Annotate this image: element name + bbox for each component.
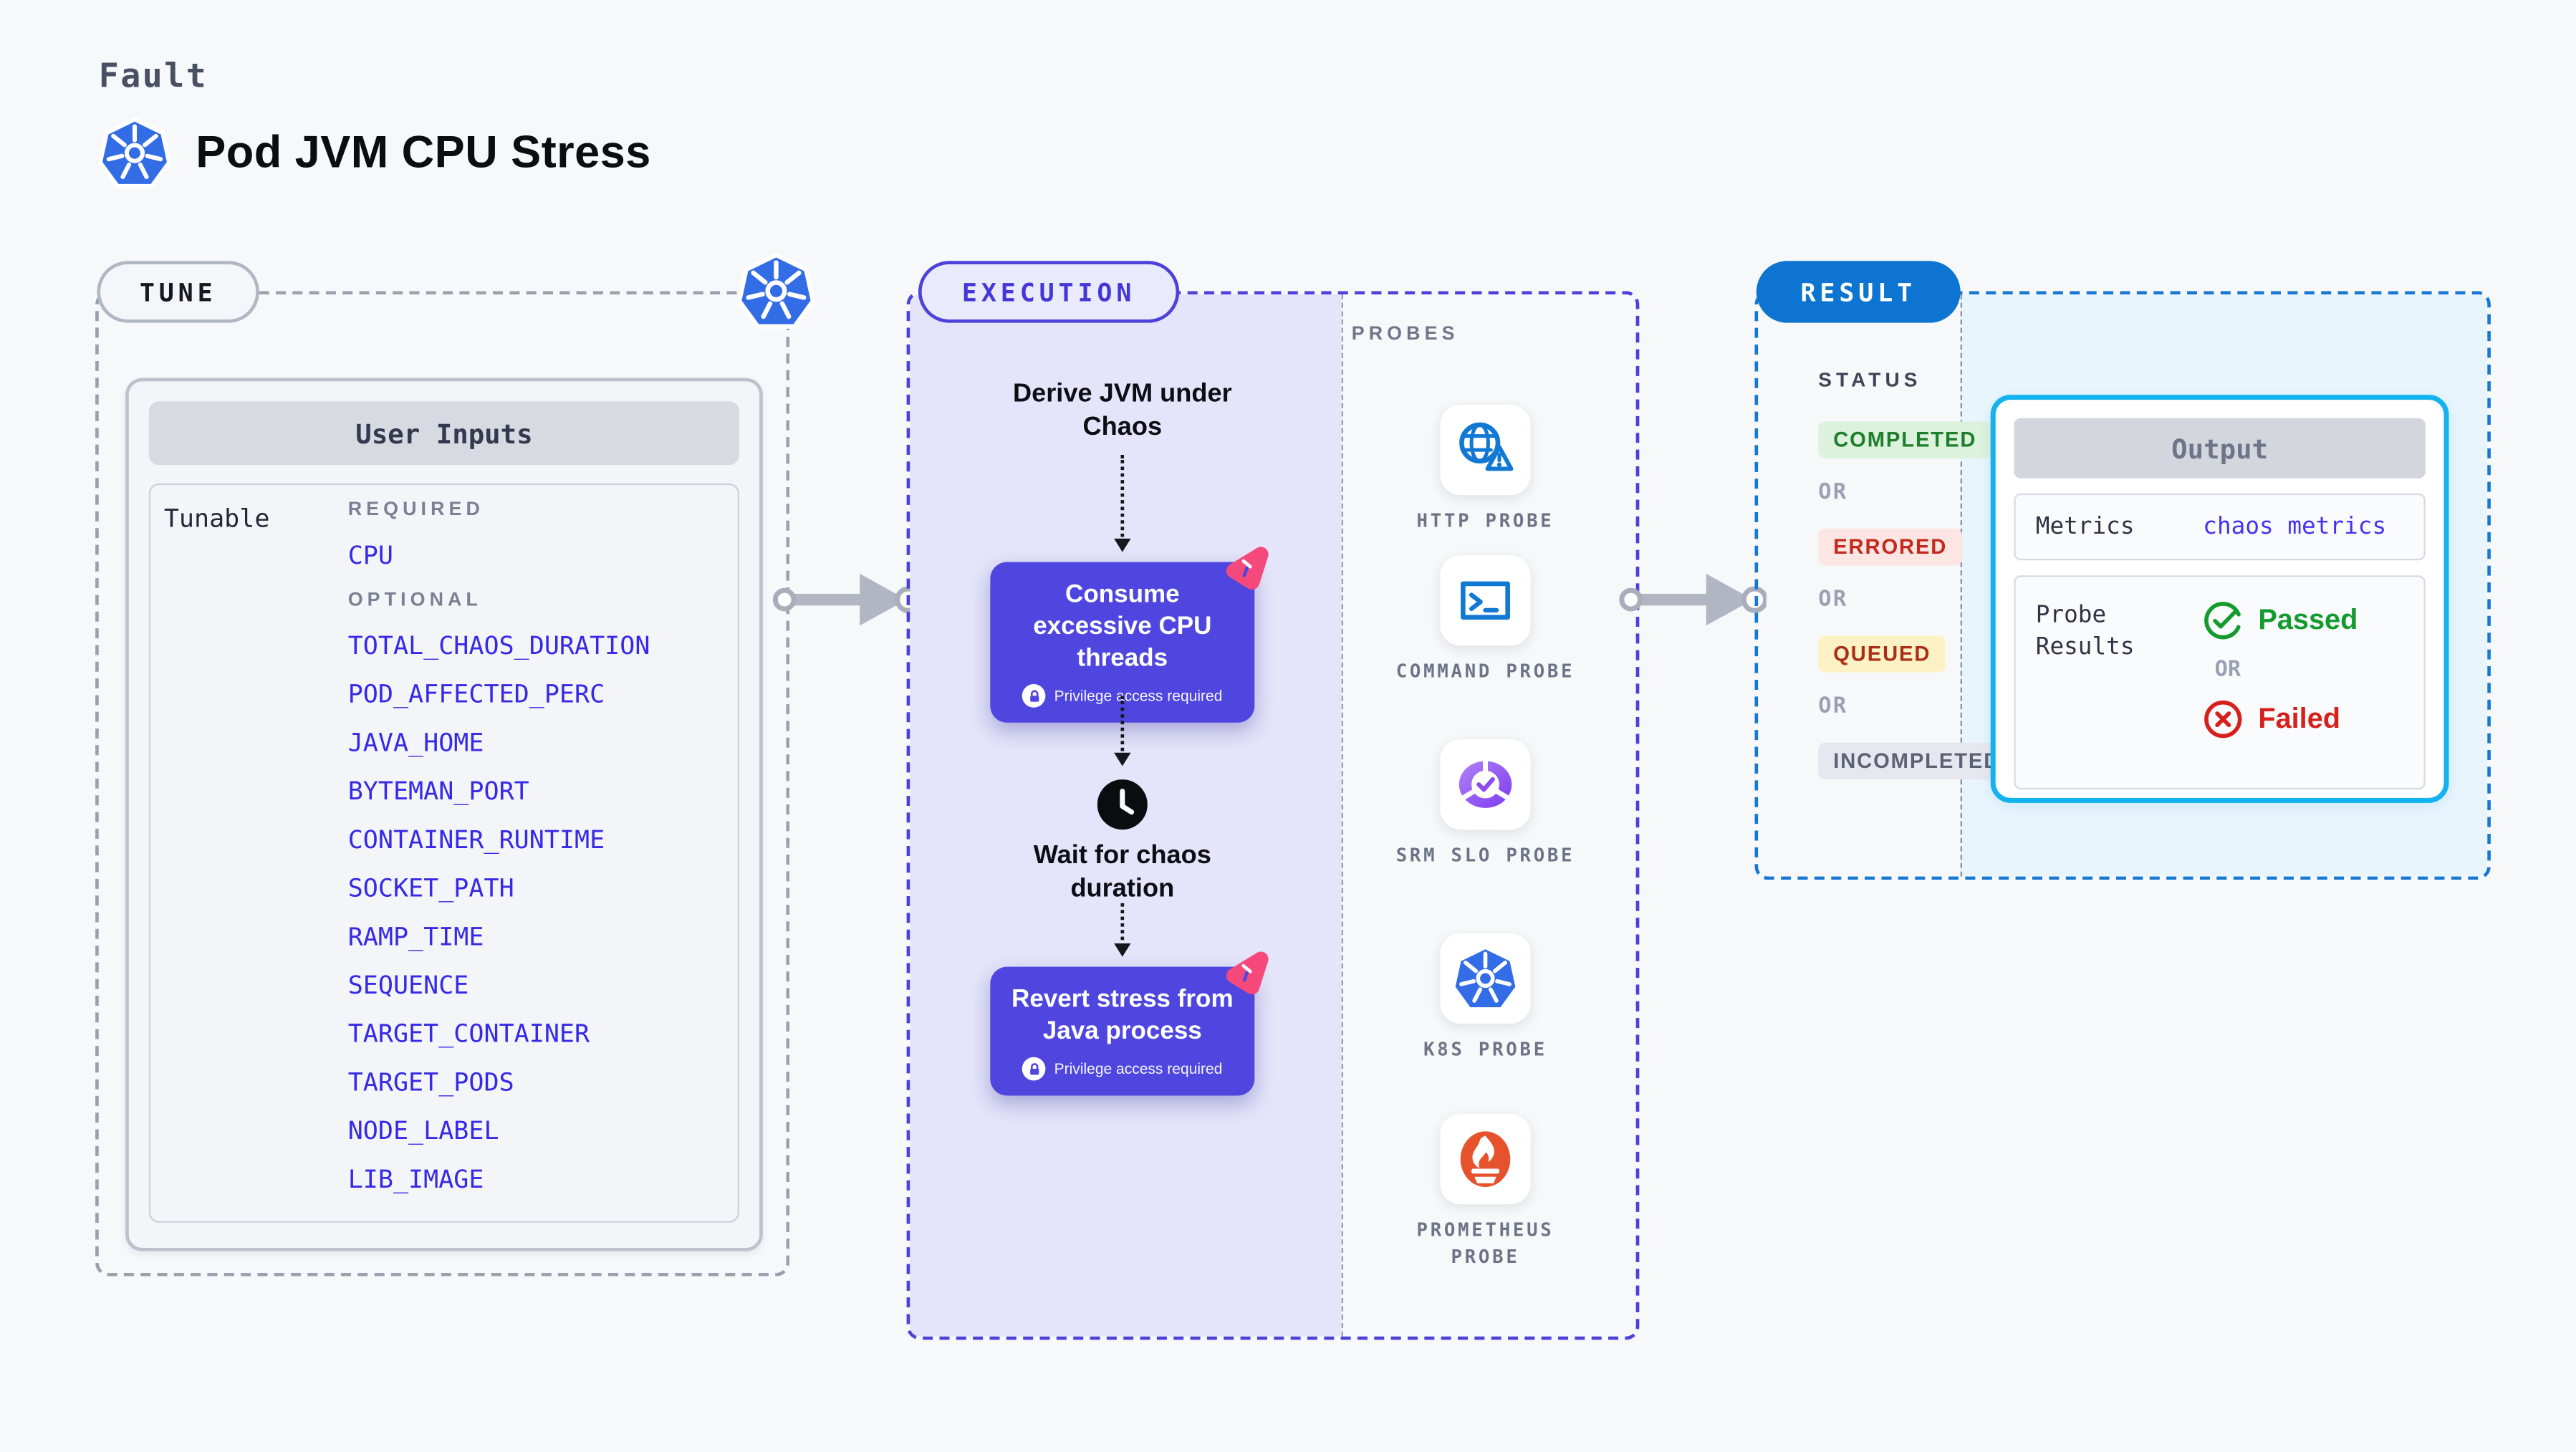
status-badge-incompleted: INCOMPLETED xyxy=(1818,742,2016,780)
output-title: Output xyxy=(2014,418,2426,479)
kubernetes-icon xyxy=(99,117,170,188)
param-link[interactable]: CONTAINER_RUNTIME xyxy=(347,824,605,855)
user-inputs-list: Tunable REQUIRED CPU OPTIONAL TOTAL_CHAO… xyxy=(148,483,740,1223)
check-circle-icon xyxy=(2204,602,2242,640)
status-badge-completed: COMPLETED xyxy=(1818,421,1992,458)
status-badge-queued: QUEUED xyxy=(1818,635,1946,673)
param-link[interactable]: SOCKET_PATH xyxy=(347,872,514,903)
arrow-down-dotted-icon xyxy=(1113,455,1130,552)
probe-srm-slo: SRM SLO PROBE xyxy=(1338,739,1633,870)
step-wait-duration: Wait for chaos duration xyxy=(1033,841,1211,903)
passed-label: Passed xyxy=(2258,603,2358,636)
execution-probes-divider xyxy=(1341,294,1344,1337)
param-link[interactable]: CPU xyxy=(347,540,393,571)
clock-icon xyxy=(1097,779,1148,830)
litmus-chaos-icon xyxy=(1221,542,1270,591)
litmus-chaos-icon xyxy=(1221,946,1270,996)
lock-icon xyxy=(1022,1057,1046,1081)
privilege-note: Privilege access required xyxy=(1004,684,1241,708)
param-link[interactable]: TARGET_CONTAINER xyxy=(347,1019,590,1049)
privilege-note: Privilege access required xyxy=(1004,1057,1241,1081)
param-link[interactable]: RAMP_TIME xyxy=(347,921,484,952)
status-badge-errored: ERRORED xyxy=(1818,528,1963,566)
or-label: OR xyxy=(1818,480,1848,506)
execution-badge: EXECUTION xyxy=(918,261,1180,323)
metrics-row: Metrics chaos metrics xyxy=(2014,493,2426,561)
tunable-label: Tunable xyxy=(163,503,270,534)
kubernetes-icon xyxy=(1440,933,1531,1024)
arrow-down-dotted-icon xyxy=(1113,903,1130,957)
node-consume-cpu-threads: Consume excessive CPU threads Privilege … xyxy=(990,562,1254,723)
output-card: Output Metrics chaos metrics Probe Resul… xyxy=(1990,395,2449,803)
required-label: REQUIRED xyxy=(347,500,485,521)
node-revert-stress: Revert stress from Java process Privileg… xyxy=(990,967,1254,1096)
terminal-icon xyxy=(1440,555,1531,646)
probe-http: HTTP PROBE xyxy=(1338,405,1633,535)
passed-row: Passed xyxy=(2203,600,2358,640)
or-label: OR xyxy=(1818,694,1848,720)
tune-section xyxy=(95,291,790,1276)
node-title: Revert stress from Java process xyxy=(1011,985,1234,1046)
probes-label: PROBES xyxy=(1351,324,1459,345)
tune-badge: TUNE xyxy=(97,261,259,323)
user-inputs-title: User Inputs xyxy=(148,401,740,466)
param-link[interactable]: POD_AFFECTED_PERC xyxy=(347,679,605,710)
node-title: Consume excessive CPU threads xyxy=(1033,580,1212,673)
arrow-down-dotted-icon xyxy=(1113,696,1130,766)
failed-label: Failed xyxy=(2258,702,2341,735)
param-link[interactable]: JAVA_HOME xyxy=(347,727,484,758)
probe-results-row: Probe Results Passed OR Failed xyxy=(2014,575,2426,790)
kubernetes-icon xyxy=(738,253,814,330)
param-link[interactable]: LIB_IMAGE xyxy=(347,1164,484,1195)
arrow-tune-to-execution-icon xyxy=(773,569,920,630)
lock-icon xyxy=(1022,684,1046,708)
page-title: Pod JVM CPU Stress xyxy=(196,127,651,178)
param-link[interactable]: BYTEMAN_PORT xyxy=(347,776,529,807)
metrics-label: Metrics xyxy=(2035,513,2135,541)
optional-label: OPTIONAL xyxy=(347,590,483,611)
or-label: OR xyxy=(1818,587,1848,612)
probe-prometheus: PROMETHEUS PROBE xyxy=(1338,1114,1633,1271)
step-derive-jvm: Derive JVM under Chaos xyxy=(1012,380,1232,442)
result-badge: RESULT xyxy=(1756,261,1961,323)
metrics-value[interactable]: chaos metrics xyxy=(2203,513,2387,541)
probe-k8s: K8S PROBE xyxy=(1338,933,1633,1064)
globe-alert-icon xyxy=(1440,405,1531,496)
param-link[interactable]: NODE_LABEL xyxy=(347,1115,499,1146)
status-label: STATUS xyxy=(1818,367,1922,392)
x-circle-icon xyxy=(2204,700,2242,739)
param-link[interactable]: TOTAL_CHAOS_DURATION xyxy=(347,630,650,661)
status-column: STATUS COMPLETED OR ERRORED OR QUEUED OR… xyxy=(1818,367,2016,780)
user-inputs-card: User Inputs Tunable REQUIRED CPU OPTIONA… xyxy=(125,378,763,1251)
page-header: Pod JVM CPU Stress xyxy=(99,117,651,188)
arrow-execution-to-result-icon xyxy=(1619,569,1766,630)
fault-kicker: Fault xyxy=(98,55,208,96)
param-link[interactable]: SEQUENCE xyxy=(347,970,469,1001)
probe-results-values: Passed OR Failed xyxy=(2203,600,2358,788)
or-label: OR xyxy=(2214,657,2241,683)
failed-row: Failed xyxy=(2203,699,2358,739)
prometheus-flame-icon xyxy=(1440,1114,1531,1205)
probe-results-label: Probe Results xyxy=(2035,602,2135,661)
slo-gauge-icon xyxy=(1440,739,1531,830)
tunable-params: REQUIRED CPU OPTIONAL TOTAL_CHAOS_DURATI… xyxy=(348,500,650,1193)
probe-command: COMMAND PROBE xyxy=(1338,555,1633,686)
param-link[interactable]: TARGET_PODS xyxy=(347,1067,514,1097)
